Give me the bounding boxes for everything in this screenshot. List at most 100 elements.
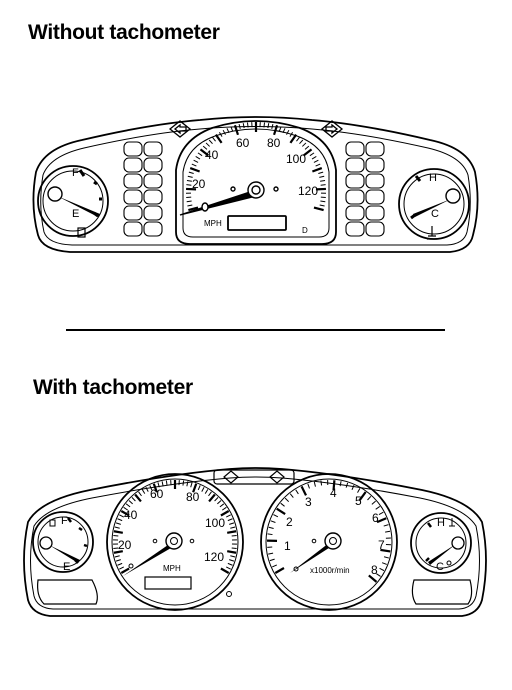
- speedo-bezel: [175, 120, 337, 245]
- warning-lamp: [345, 173, 365, 189]
- warning-lamp: [365, 173, 385, 189]
- speedo-tick: [296, 136, 300, 142]
- speedo2-tick: [226, 514, 231, 518]
- speedo-tick: [263, 122, 266, 128]
- speedo2-tick: [128, 500, 133, 505]
- speed2-label-100: 100: [205, 516, 225, 530]
- speedo-tick: [195, 156, 201, 160]
- indicator-strip: [213, 469, 295, 485]
- cluster-housing-inner: [40, 126, 471, 246]
- speedo2-tick: [197, 485, 201, 491]
- speedo-tick: [205, 142, 210, 147]
- speedo-tick: [226, 128, 230, 134]
- speedo-tick: [199, 148, 210, 157]
- tach-tick: [379, 567, 385, 572]
- speedo2-tick: [217, 500, 222, 505]
- speedo-tick: [208, 139, 213, 145]
- tach-tick: [307, 483, 310, 489]
- tach-tick: [375, 506, 381, 510]
- fuel2-empty-label: E: [63, 561, 70, 573]
- temperature-gauge: H C: [398, 168, 470, 240]
- warning-lamp: [123, 221, 143, 237]
- tach-label-3: 3: [305, 495, 312, 509]
- tach-label-7: 7: [378, 538, 385, 552]
- fuel-full-label: F: [72, 167, 79, 179]
- tach-tick: [320, 480, 323, 486]
- tach-tick: [332, 480, 336, 491]
- speedo-tick: [222, 129, 226, 135]
- speedo-tick: [302, 142, 307, 147]
- tach-tick: [378, 511, 384, 516]
- speedo-tick: [271, 123, 274, 130]
- right-bottom-panel: [411, 579, 473, 605]
- warning-lamp: [365, 189, 385, 205]
- fuel-pump-icon: [77, 227, 86, 238]
- speedo2-tick: [115, 522, 121, 525]
- tach-tick: [371, 500, 376, 505]
- speedo-tick: [191, 163, 197, 167]
- left-turn-indicator-icon: [168, 120, 192, 138]
- warning-lamp: [123, 141, 143, 157]
- speedo2-tick: [113, 535, 119, 537]
- speedo-tick: [267, 123, 270, 129]
- speedo-tick: [282, 128, 286, 134]
- tach-tick: [300, 485, 307, 496]
- coolant-temp-icon: [427, 226, 437, 240]
- right-turn-indicator-icon-2: [269, 470, 285, 484]
- speedo2-tick: [201, 487, 205, 492]
- speedo-tick: [302, 148, 313, 157]
- speedo-tick: [188, 171, 194, 175]
- speedo2-tick: [208, 493, 216, 503]
- warning-lamp: [365, 141, 385, 157]
- speedo-tick: [187, 175, 193, 178]
- tach-tick: [267, 533, 273, 536]
- speedo2-tick: [227, 530, 237, 534]
- tach-tick: [268, 552, 274, 555]
- speedo2-tick: [114, 526, 120, 529]
- speedo-tick: [320, 200, 326, 203]
- speedo2-tick: [214, 497, 219, 502]
- tach-tick: [270, 520, 276, 523]
- tach-tick: [381, 562, 387, 565]
- tach-tick: [313, 481, 316, 487]
- odometer-letter: D: [302, 226, 308, 235]
- tach-label-5: 5: [355, 494, 362, 508]
- speedo-tick: [246, 122, 249, 128]
- speedo-tick: [315, 163, 321, 167]
- speedo2-tick: [190, 482, 193, 488]
- speedo-tick: [318, 171, 324, 175]
- tach-tick: [272, 564, 278, 568]
- speedo2-tick: [227, 550, 237, 554]
- speedo2-tick: [117, 562, 123, 566]
- speedo-needle: [179, 181, 279, 216]
- speedo2-tick: [229, 522, 235, 525]
- speedo2-tick: [123, 506, 129, 511]
- tach-tick: [339, 481, 342, 487]
- speedo-tick: [319, 204, 325, 207]
- speedo2-tick: [149, 485, 153, 491]
- speedo2-tick: [152, 483, 158, 493]
- tach-tick: [351, 485, 355, 491]
- tach-tick: [269, 558, 275, 562]
- speedo-tick: [278, 126, 282, 132]
- warning-lamp: [143, 173, 163, 189]
- speed2-label-40: 40: [124, 508, 138, 522]
- warning-lamp: [123, 205, 143, 221]
- tach-tick: [358, 491, 367, 501]
- warning-lamp: [143, 157, 163, 173]
- warning-lamp-grid-left: [123, 141, 163, 237]
- tach-tick: [367, 495, 372, 501]
- right-turn-indicator-icon: [320, 120, 344, 138]
- speed-unit: MPH: [204, 219, 222, 228]
- speedo-tick: [188, 206, 199, 212]
- odometer2-window: [144, 576, 192, 590]
- heading-without-tachometer: Without tachometer: [28, 21, 220, 44]
- cluster-housing-outer: [32, 116, 479, 253]
- warning-lamp: [123, 173, 143, 189]
- speedo-tick: [186, 179, 192, 182]
- speedo-tick: [214, 134, 223, 144]
- speedo-tick: [197, 152, 203, 157]
- speedo2-tick: [219, 503, 225, 508]
- warning-lamp: [345, 205, 365, 221]
- speedo-tick: [289, 134, 298, 144]
